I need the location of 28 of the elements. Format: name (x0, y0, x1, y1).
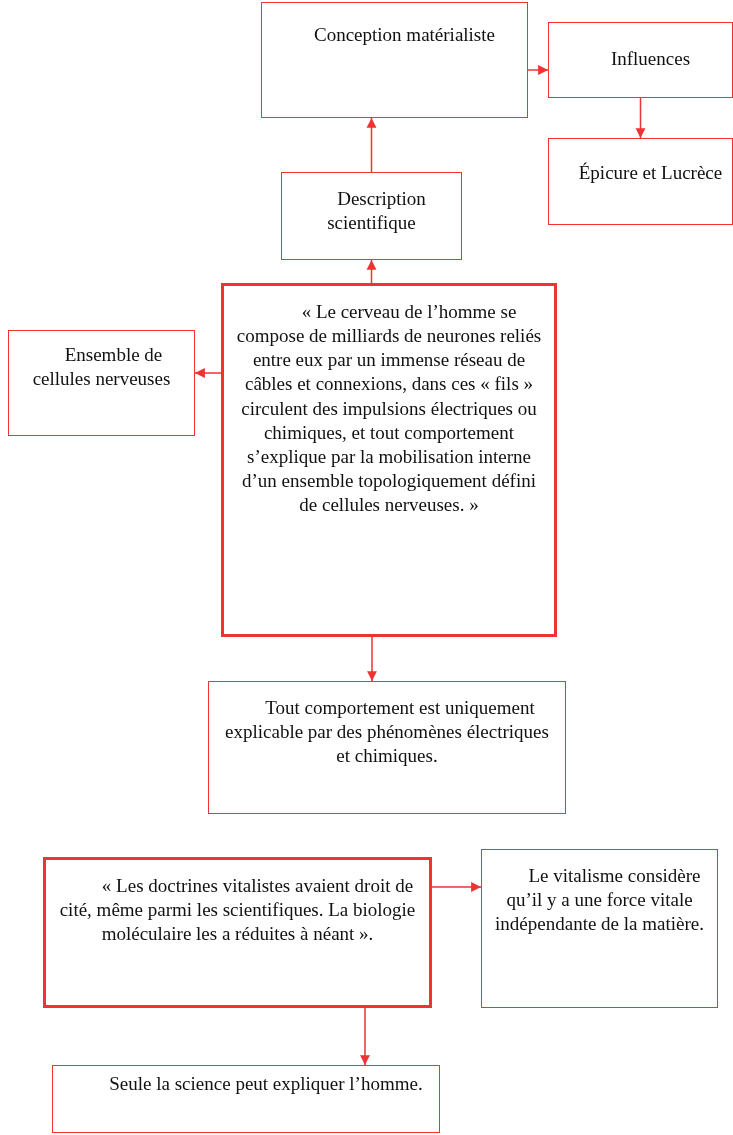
box-text: Le vitalisme considère qu’il y a une force vitale indépendante de la matière. (494, 864, 705, 937)
text-box (8, 330, 195, 436)
box-text: Seule la science peut expliquer l’homme. (108, 1072, 424, 1096)
box-text: Description scientifique (326, 187, 427, 236)
arrow (431, 882, 482, 892)
text-box (481, 849, 718, 1008)
box-text: « Le cerveau de l’homme se compose de milliards de neurones reliés entre eux par un immense réseau de câbles et connexions, dans ces « fils » circulent des impulsions électriques ou chimiques, et tout comportement s’explique par la mobilisation interne d’un ensemble topologiquement défini de cellules nerveuses. » (235, 300, 543, 517)
box-text: Ensemble de cellules nerveuses (31, 343, 172, 392)
box-text: Tout comportement est uniquement explicable par des phénomènes électriques et chimiques. (224, 696, 550, 769)
arrow (527, 65, 549, 75)
box-text: « Les doctrines vitalistes avaient droit de cité, même parmi les scientifiques. La biologie moléculaire les a réduites à néant ». (58, 874, 417, 947)
arrow (360, 1007, 370, 1066)
box-text: Conception matérialiste (313, 23, 496, 47)
arrow (366, 259, 377, 284)
text-box (261, 2, 528, 118)
arrow (194, 368, 222, 378)
text-box (281, 172, 462, 260)
text-box (221, 283, 557, 637)
arrow (635, 97, 646, 139)
text-box (43, 857, 432, 1008)
text-box (208, 681, 566, 814)
box-text: Influences (609, 47, 692, 71)
box-text: Épicure et Lucrèce (577, 161, 724, 185)
text-box (548, 138, 733, 225)
text-box (52, 1065, 440, 1133)
arrow (366, 117, 377, 173)
arrow (367, 636, 377, 682)
text-box (548, 22, 733, 98)
